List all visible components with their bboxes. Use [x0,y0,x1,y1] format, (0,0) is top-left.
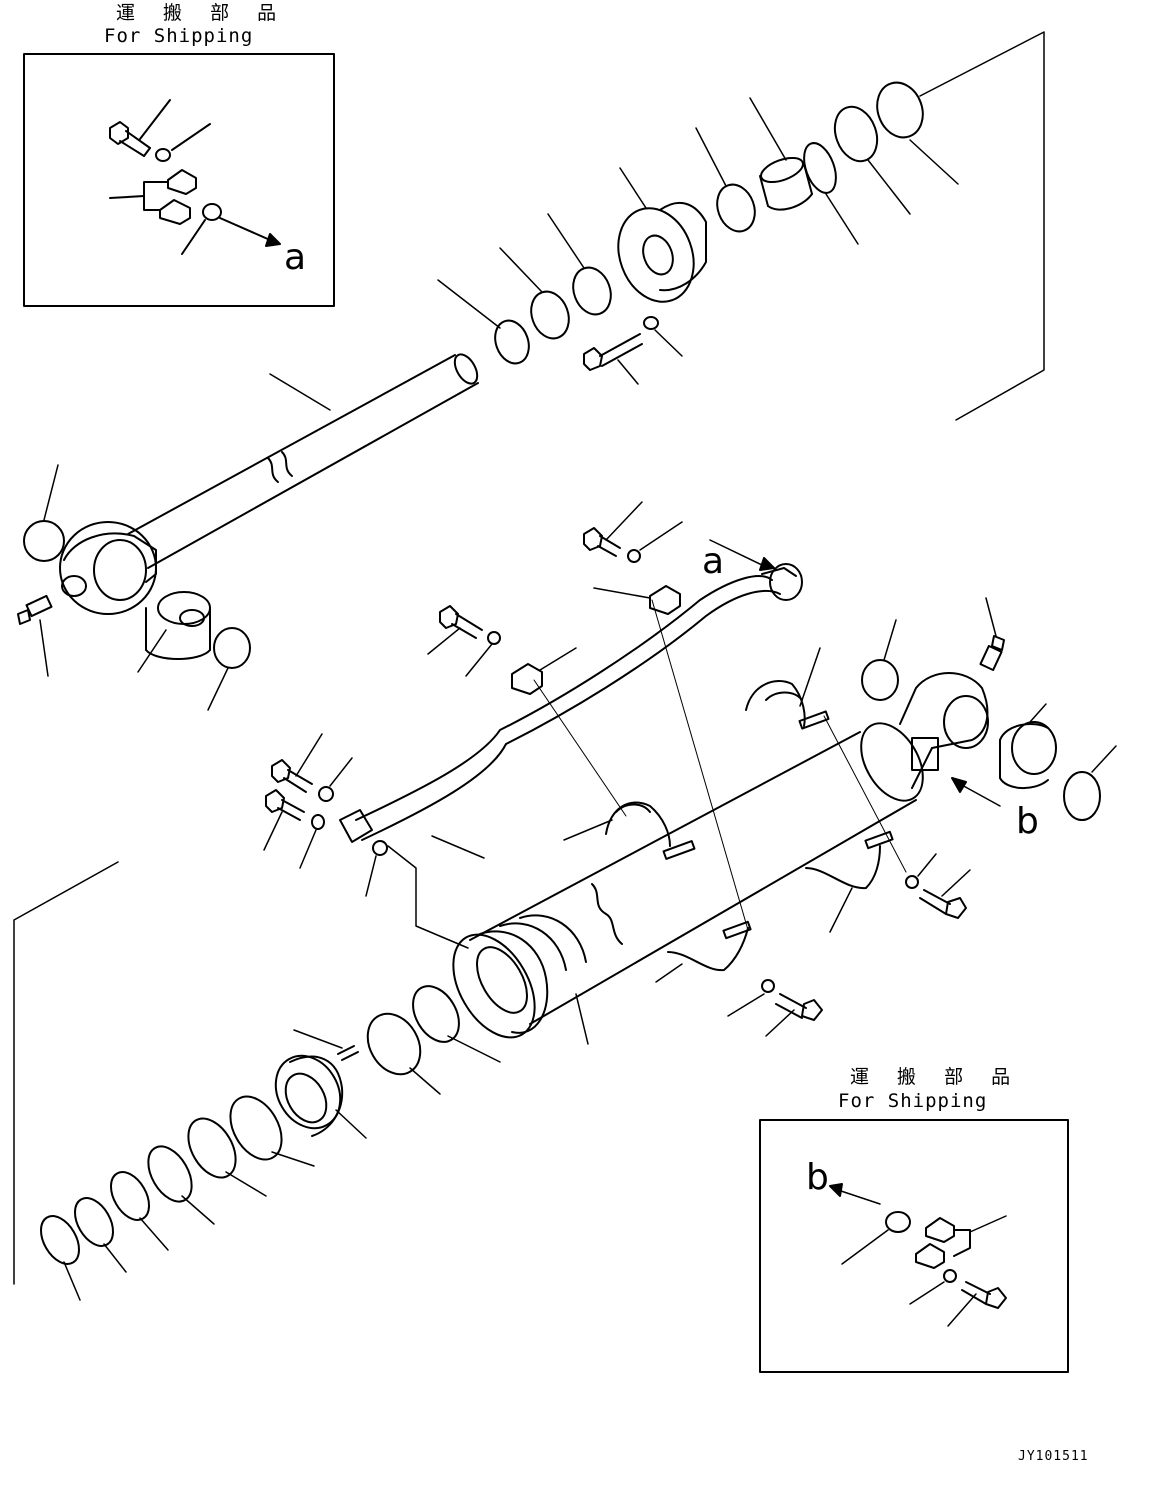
seal-ring-icon [833,105,879,163]
tube-clamp-icon [745,680,830,730]
clamp-icon [159,199,191,225]
dust-seal-icon [110,1171,150,1221]
backup-ring-icon [147,1145,193,1203]
washer-icon [643,316,659,330]
washer-icon [905,875,919,889]
wear-ring-icon [530,290,570,340]
bolt-icon [271,759,313,793]
washer-icon [943,1269,957,1283]
clamp-icon [925,1217,955,1243]
cap-seal-icon [876,81,924,139]
shipping-title-jp-1: 運 搬 部 品 [116,2,288,24]
seal-ring-icon [23,520,65,562]
bolt-icon [337,1045,359,1061]
hose-pipe [339,563,803,843]
tube-clamp-icon [605,801,696,860]
snap-ring-icon [803,142,837,194]
ref-letter-a-box: a [284,237,307,278]
clamp-icon [915,1243,945,1269]
washer-icon [627,549,641,563]
cap-icon [885,1211,911,1233]
cylinder-head-icon [274,1054,344,1137]
seal-ring-icon [412,985,460,1043]
tube-clamp-icon [805,830,894,890]
tube-clamp-icon [667,920,752,972]
clamp-icon [511,663,543,695]
o-ring-icon [74,1197,114,1247]
bushing-icon [145,591,211,660]
bolt-icon [775,993,823,1021]
bolt-icon [583,527,621,557]
bolt-icon [265,789,305,821]
clamp-icon [649,585,681,615]
washer-icon [318,786,334,802]
bolt-icon [961,1281,1007,1309]
shipping-box-b [759,1119,1069,1373]
shipping-title-en-2: For Shipping [838,1090,988,1112]
ref-letter-b-box: b [806,1157,829,1198]
shipping-box-a [23,53,335,307]
washer-icon [155,148,171,162]
o-ring-icon [202,203,222,221]
bolt-icon [109,121,151,157]
buffer-ring-icon [229,1095,283,1161]
cylinder-tube [452,672,989,1039]
clamp-icon [167,169,197,195]
snap-ring-icon [40,1215,80,1265]
seal-ring-icon [1063,771,1101,821]
bushing-icon [759,156,813,211]
seal-ring-icon [861,659,899,701]
ref-letter-a-main: a [702,541,725,582]
drawing-code: JY101511 [1018,1449,1089,1464]
rod-seal-icon [187,1117,237,1179]
shipping-title-jp-2: 運 搬 部 品 [850,1066,1022,1088]
piston-rod [59,353,479,615]
bolt-icon [439,605,483,639]
washer-icon [761,979,775,993]
washer-icon [487,631,501,645]
o-ring-icon [372,840,388,856]
bolt-icon [583,333,643,371]
seal-ring-icon [716,183,756,233]
grease-fitting-icon [17,594,53,677]
piston-icon [617,201,707,303]
bolt-icon [919,889,967,919]
washer-icon [311,814,325,830]
seal-ring-icon [213,627,251,669]
grease-fitting-icon [979,635,1005,672]
ref-letter-b-main: b [1016,801,1039,842]
bushing-icon [999,721,1057,789]
wear-ring-icon [366,1012,422,1076]
snap-ring-icon [494,319,530,365]
piston-seal-icon [572,266,612,316]
shipping-title-en-1: For Shipping [104,25,254,47]
